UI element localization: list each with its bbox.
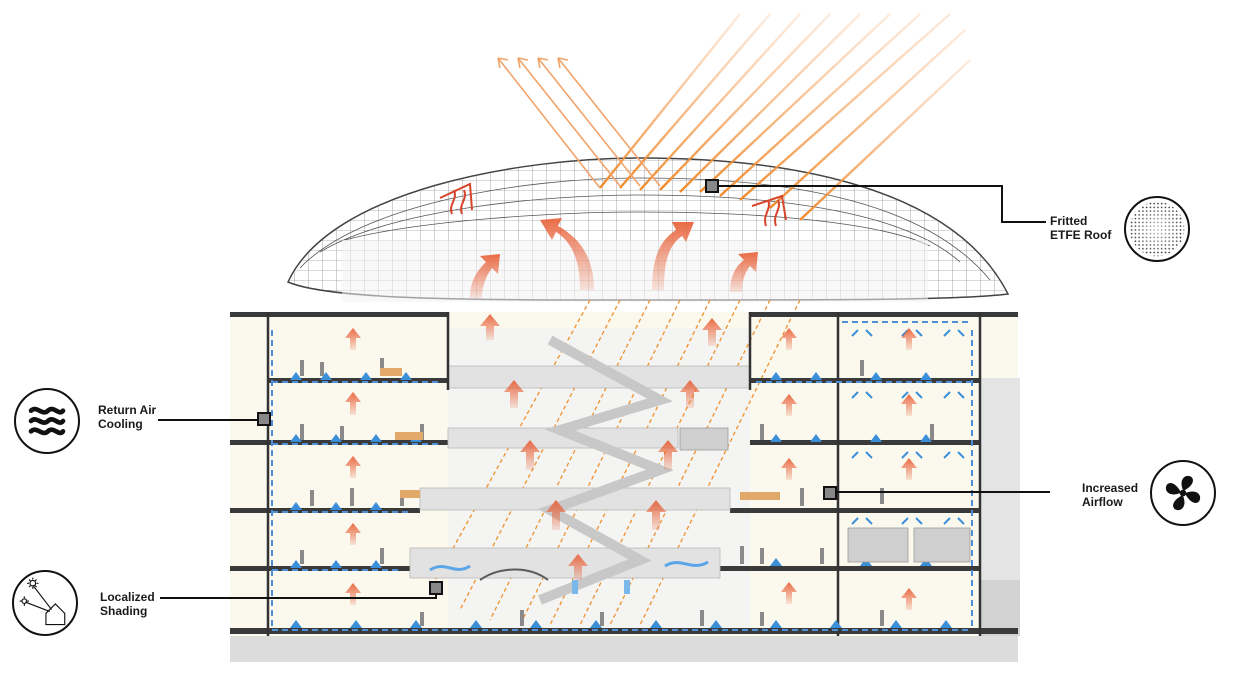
sun-rays xyxy=(599,13,971,221)
atrium-bridges xyxy=(409,335,751,605)
callout-markers xyxy=(257,179,837,595)
meeting-pods xyxy=(679,427,971,563)
localized-shading-label: Localized Shading xyxy=(100,590,155,618)
occupants xyxy=(300,358,934,626)
roof-vents xyxy=(439,182,787,227)
cool-air-diffusers xyxy=(290,372,952,628)
reflected-rays xyxy=(497,57,661,189)
furniture xyxy=(380,368,780,500)
right-basement xyxy=(980,580,1020,636)
cool-air-ducts xyxy=(271,321,973,631)
ground-base xyxy=(230,636,1018,662)
structure-lines xyxy=(266,312,982,636)
waves-icon xyxy=(14,388,80,454)
fan-icon xyxy=(1150,460,1216,526)
cool-air-drops xyxy=(572,580,630,594)
return-air-cooling-label: Return Air Cooling xyxy=(98,403,157,431)
sun-house-icon xyxy=(12,570,78,636)
fritted-etfe-roof-label: Fritted ETFE Roof xyxy=(1050,214,1112,242)
cool-air-swirls xyxy=(429,560,709,581)
dot-pattern-icon xyxy=(1124,196,1190,262)
increased-airflow-label: Increased Airflow xyxy=(1082,481,1139,509)
warm-air-arrows xyxy=(345,218,917,610)
